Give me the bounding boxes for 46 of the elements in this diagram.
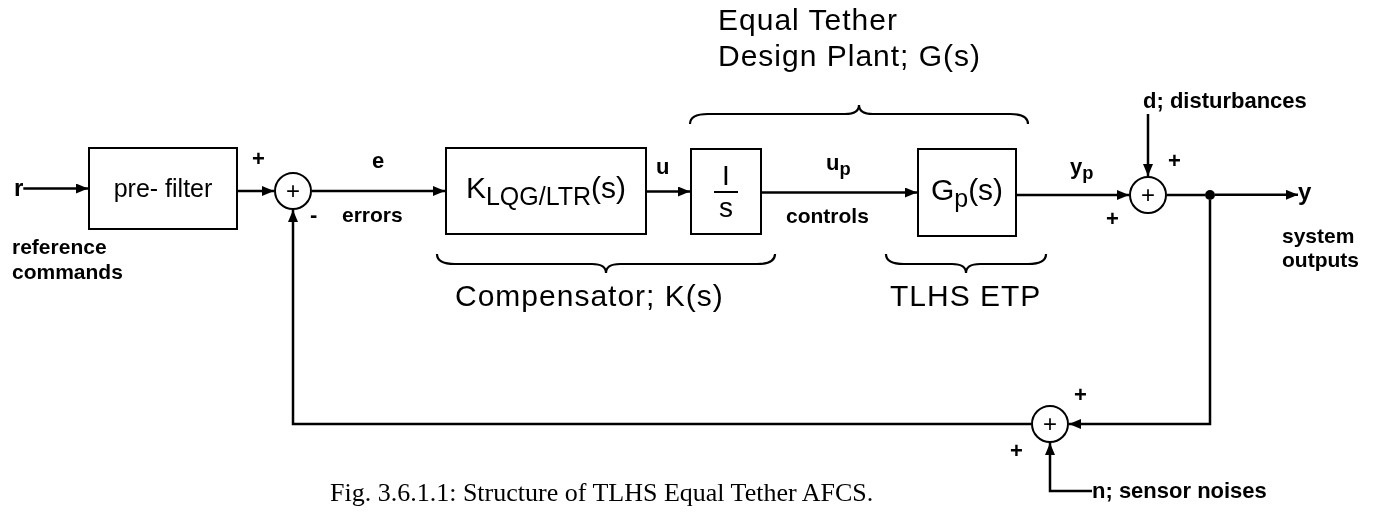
signal-label: y [1298,178,1312,206]
sign-label: + [1106,208,1119,230]
sign-label: + [286,178,300,204]
signal-description: controls [786,203,869,229]
sign-label: + [1043,411,1057,437]
sign-label: + [1141,182,1155,208]
arrow [1017,190,1129,200]
figure-caption: Fig. 3.6.1.1: Structure of TLHS Equal Tether AFCS. [330,478,874,508]
arrow [312,186,445,196]
summing-junction [1129,176,1167,214]
block-label: G$_{p}$(s) [930,173,1004,212]
summing-junction [274,172,312,210]
arrow [647,186,690,197]
sign-label: - [310,204,318,226]
summing-junction [1031,405,1069,443]
signal-label: r [14,174,24,202]
sign-label: + [1168,150,1181,172]
transfer-function-box [88,147,238,230]
sign-label: + [1074,384,1087,406]
transfer-function-box [445,147,647,235]
group-label: TLHS ETP [890,278,1042,314]
arrow [1045,443,1092,493]
group-label: Equal Tether Design Plant; G(s) [718,2,983,74]
arrow [762,187,917,198]
signal-description: system outputs [1282,224,1360,273]
arrow [1143,114,1153,176]
block-label: K$_{LQG/LTR}$(s) [465,172,627,210]
transfer-function-box [690,148,762,235]
transfer-function-box [917,148,1017,237]
arrow [1069,200,1212,429]
arrow [1215,189,1298,200]
signal-description: errors [342,202,403,228]
connector-line [1167,193,1205,197]
signal-label: n; sensor noises [1092,478,1267,504]
block-label: pre- filter [113,175,213,202]
block-label: s [719,192,733,222]
sign-label: + [1010,440,1023,462]
arrow [238,186,274,196]
block-label: I [714,161,738,193]
junction-dot [1205,190,1215,200]
group-label: Compensator; K(s) [455,278,724,314]
arrow [288,210,1031,426]
signal-description: reference commands [12,234,124,285]
sign-label: + [252,148,265,170]
arrow [23,183,88,194]
signal-label: d; disturbances [1143,88,1307,114]
